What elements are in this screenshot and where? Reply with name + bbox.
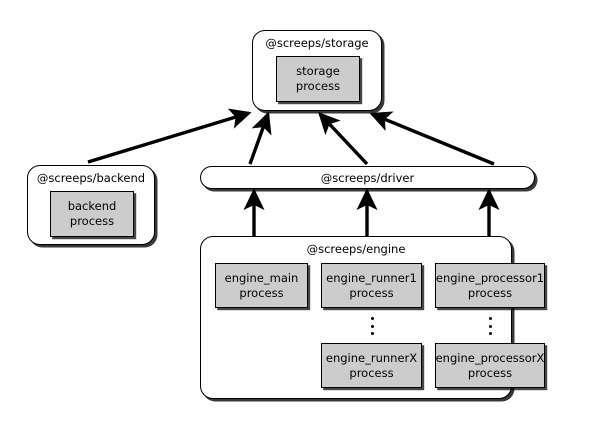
- process-engine-runner1[interactable]: engine_runner1 process: [321, 263, 422, 308]
- package-driver[interactable]: @screeps/driver: [200, 166, 535, 189]
- process-engine-runnerX[interactable]: engine_runnerX process: [321, 343, 422, 388]
- vertical-ellipsis-runner-icon: [367, 317, 377, 335]
- process-backend-line2: process: [69, 214, 115, 228]
- package-backend[interactable]: @screeps/backend backend process: [27, 165, 155, 245]
- process-engine-runner1-line2: process: [349, 285, 394, 300]
- process-engine-runnerX-line2: process: [349, 365, 394, 380]
- edge-driver-to-storage-right: [369, 111, 495, 166]
- package-engine-label: @screeps/engine: [306, 242, 406, 256]
- process-engine-processorX[interactable]: engine_processorX process: [435, 343, 545, 388]
- process-engine-processor1-line2: process: [467, 285, 513, 300]
- edge-driver-to-storage-left: [248, 111, 272, 165]
- process-engine-main-line2: process: [239, 285, 284, 300]
- package-driver-label: @screeps/driver: [320, 170, 415, 185]
- vertical-ellipsis-processor-icon: [485, 317, 495, 335]
- process-engine-main-line1: engine_main: [224, 270, 299, 285]
- process-engine-processor1[interactable]: engine_processor1 process: [435, 263, 545, 308]
- package-storage-label: @screeps/storage: [265, 36, 369, 50]
- process-engine-processor1-line1: engine_processor1: [435, 270, 545, 285]
- process-storage[interactable]: storage process: [276, 56, 360, 102]
- process-backend[interactable]: backend process: [50, 191, 134, 237]
- package-engine[interactable]: @screeps/engine engine_main process engi…: [200, 236, 545, 399]
- edge-driver-to-storage-middle: [318, 112, 369, 166]
- process-storage-line2: process: [295, 79, 341, 93]
- process-backend-line1: backend: [67, 199, 117, 213]
- process-engine-main[interactable]: engine_main process: [215, 263, 308, 308]
- process-engine-processorX-line1: engine_processorX: [435, 350, 545, 365]
- process-storage-line1: storage: [296, 64, 340, 78]
- process-engine-runnerX-line1: engine_runnerX: [325, 350, 418, 365]
- package-storage[interactable]: @screeps/storage storage process: [252, 30, 382, 111]
- process-engine-runner1-line1: engine_runner1: [326, 270, 417, 285]
- process-engine-processorX-line2: process: [467, 365, 513, 380]
- edge-backend-to-storage: [87, 108, 252, 164]
- package-backend-label: @screeps/backend: [36, 171, 146, 185]
